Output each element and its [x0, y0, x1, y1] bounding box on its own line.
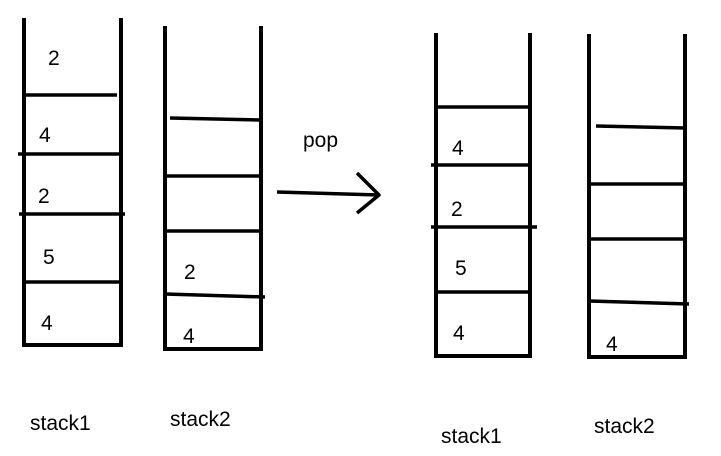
cell-divider	[164, 292, 266, 299]
cell-divider	[595, 124, 686, 130]
cell-value: 5	[43, 246, 55, 269]
cell-divider	[169, 116, 262, 122]
cell-value: 4	[183, 325, 195, 348]
after-stack2: 4 stack2	[587, 34, 690, 438]
cell-value: 4	[41, 312, 53, 335]
cell-value: 2	[48, 47, 60, 70]
cell-value: 4	[606, 333, 618, 356]
stack-container	[22, 18, 123, 347]
operation-label: pop	[303, 129, 338, 152]
cell-value: 4	[452, 137, 464, 160]
stack-container	[163, 26, 263, 351]
stack-label: stack1	[441, 425, 502, 448]
stack-container	[434, 33, 532, 358]
stack-label: stack2	[170, 408, 231, 431]
cell-value: 5	[455, 257, 467, 280]
arrow-shaft	[276, 190, 380, 197]
before-stack2: 2 4 stack2	[163, 26, 266, 431]
cell-value: 4	[39, 124, 51, 147]
stack-container	[587, 34, 687, 359]
cell-divider	[588, 299, 690, 306]
stack-label: stack1	[30, 412, 91, 435]
after-stack1: 4 2 5 4 stack1	[431, 33, 537, 448]
cell-value: 2	[184, 261, 196, 284]
before-stack1: 2 4 2 5 4 stack1	[18, 18, 125, 435]
cell-value: 2	[451, 198, 463, 221]
arrow-head	[355, 171, 381, 215]
cell-value: 4	[453, 322, 465, 345]
cell-value: 2	[38, 185, 50, 208]
stack-label: stack2	[594, 415, 655, 438]
pop-arrow: pop	[276, 129, 381, 215]
